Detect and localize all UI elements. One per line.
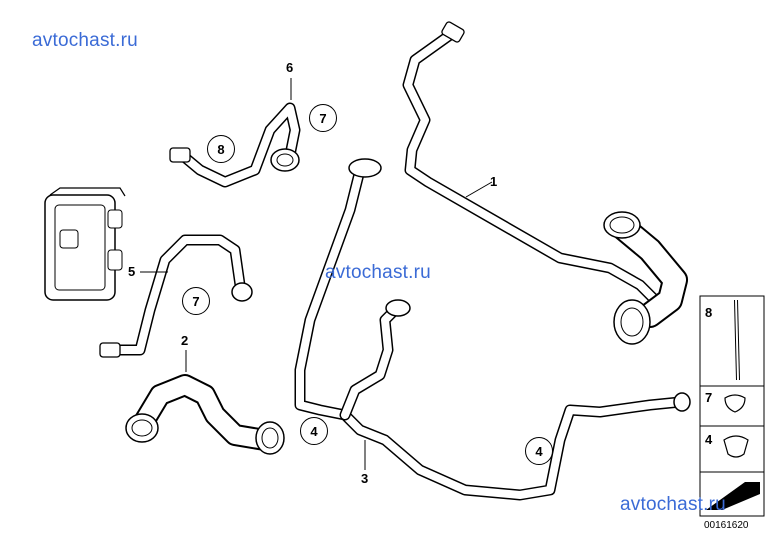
diagram-id: 00161620 [704, 520, 749, 531]
callout-7-top: 7 [309, 104, 337, 132]
legend-item-8: 8 [705, 305, 713, 320]
watermark-top-left: avtochast.ru [32, 30, 138, 51]
callout-4-left: 4 [300, 417, 328, 445]
part-number-6: 6 [286, 60, 294, 75]
part-number-5: 5 [128, 264, 136, 279]
hose-part-6 [169, 78, 301, 188]
watermark-bottom-right: avtochast.ru [620, 494, 726, 515]
hose-part-5 [99, 234, 253, 358]
hose-part-3 [294, 158, 691, 501]
part-number-3: 3 [361, 471, 369, 486]
callout-8-top: 8 [207, 135, 235, 163]
callout-4-right: 4 [525, 437, 553, 465]
callout-7-mid: 7 [182, 287, 210, 315]
oil-cooler [44, 187, 126, 301]
hose-part-2 [125, 350, 285, 455]
part-number-1: 1 [490, 174, 498, 189]
legend-item-7: 7 [705, 390, 713, 405]
hose-part-1 [402, 21, 688, 345]
watermark-center: avtochast.ru [325, 262, 431, 283]
legend-frame [699, 295, 765, 517]
legend-item-4: 4 [705, 432, 713, 447]
part-number-2: 2 [181, 333, 189, 348]
